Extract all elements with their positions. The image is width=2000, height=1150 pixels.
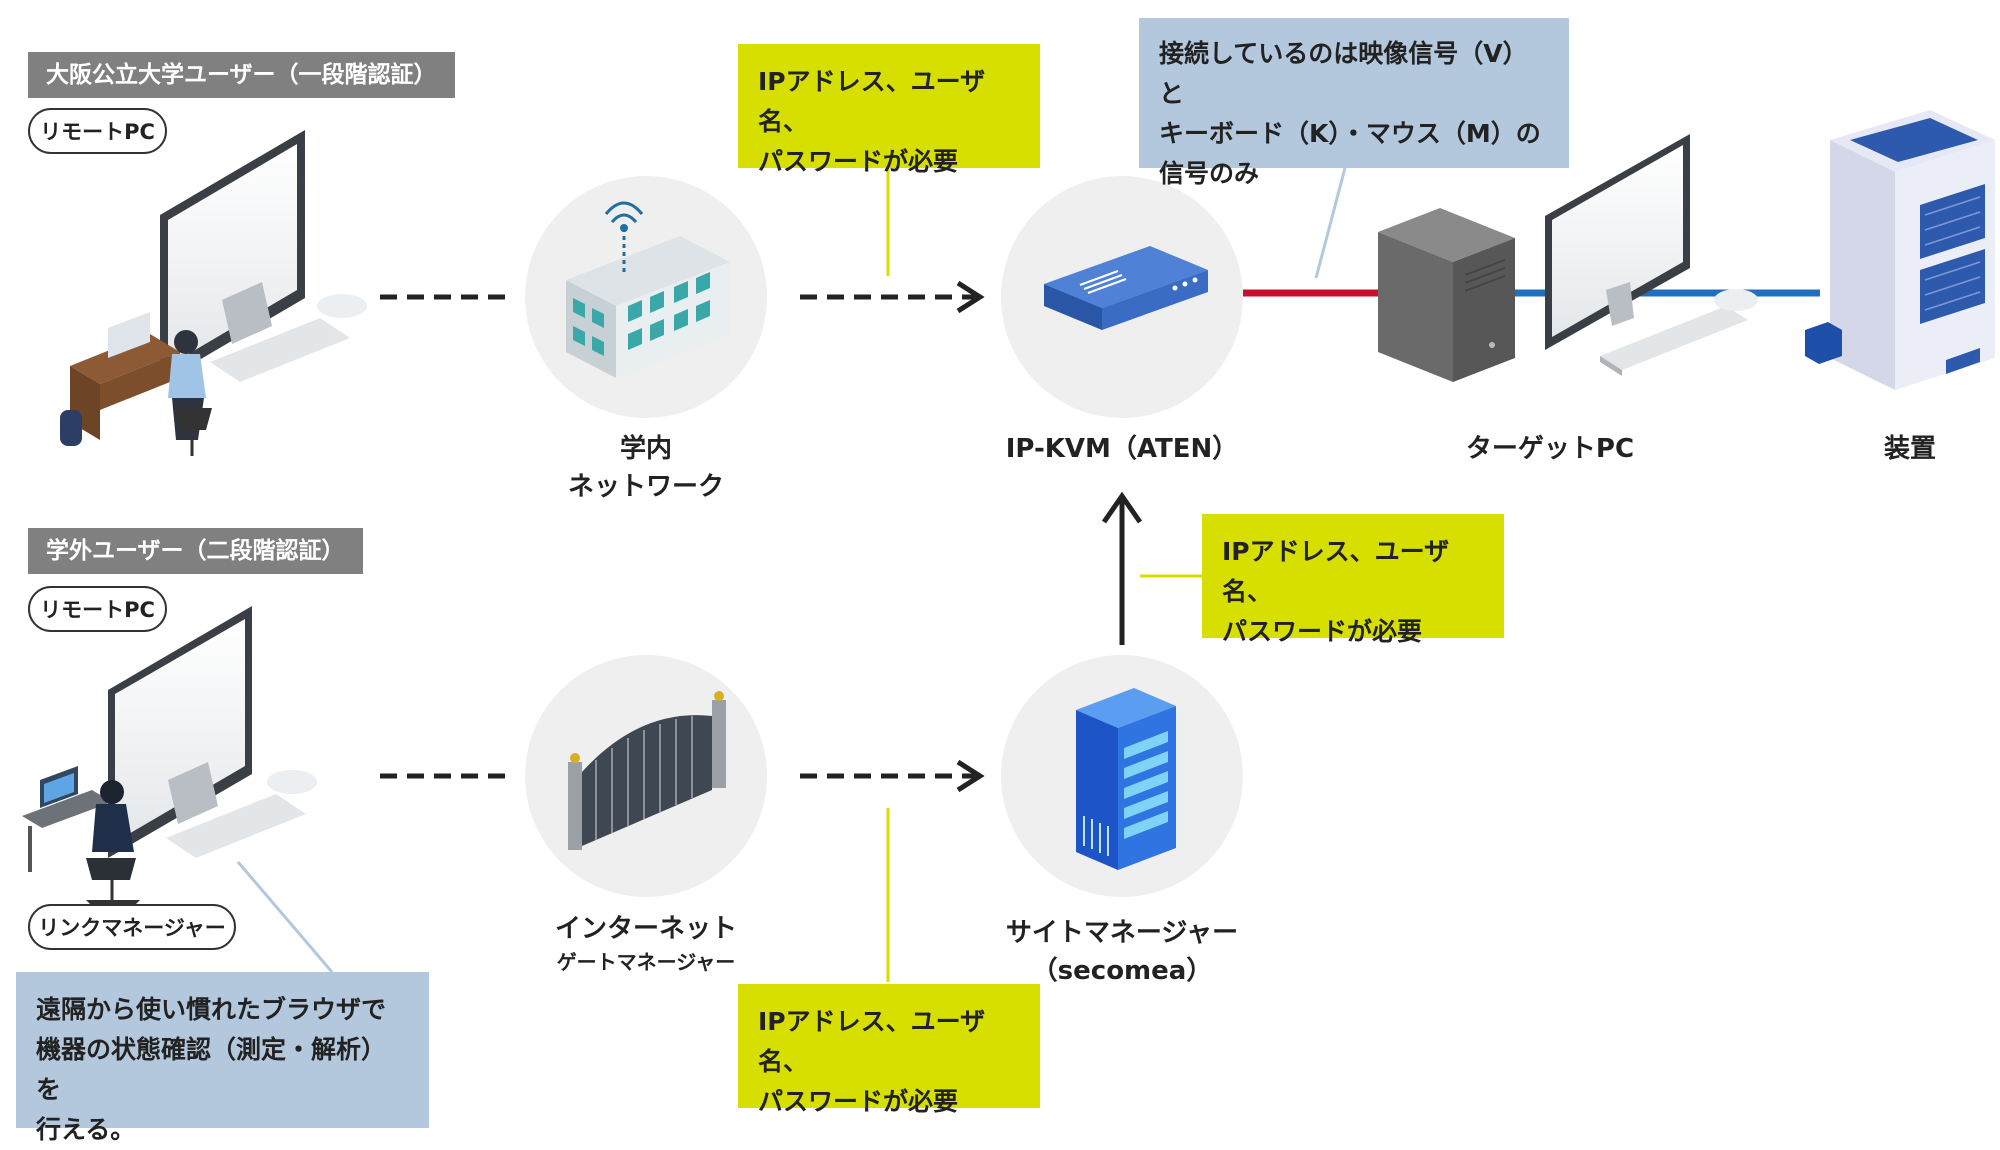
- label-ipkvm: IP-KVM（ATEN）: [982, 430, 1262, 468]
- pill-remote-pc-osaka: リモートPC: [28, 108, 167, 154]
- label-campus-network-line1: 学内: [619, 434, 672, 464]
- tag-external-user: 学外ユーザー（二段階認証）: [28, 528, 363, 574]
- note-signals-line1: 接続しているのは映像信号（V）と: [1159, 39, 1528, 108]
- note-auth-top-line2: パスワードが必要: [758, 147, 959, 176]
- pill-link-manager: リンクマネージャー: [28, 904, 236, 950]
- note-signals: 接続しているのは映像信号（V）と キーボード（K）・マウス（M）の 信号のみ: [1139, 18, 1569, 188]
- connectors: [236, 167, 1820, 982]
- note-auth-bottom: IPアドレス、ユーザ名、 パスワードが必要: [738, 984, 1040, 1116]
- note-signals-line2: キーボード（K）・マウス（M）の: [1159, 119, 1541, 148]
- label-ipkvm-line1: IP-KVM（ATEN）: [1005, 434, 1239, 464]
- note-auth-bottom-line1: IPアドレス、ユーザ名、: [758, 1007, 986, 1076]
- building-icon: [566, 201, 730, 378]
- note-auth-mid-line1: IPアドレス、ユーザ名、: [1222, 537, 1450, 606]
- label-internet-gate: インターネット ゲートマネージャー: [526, 910, 766, 976]
- note-auth-mid: IPアドレス、ユーザ名、 パスワードが必要: [1202, 514, 1504, 646]
- gate-icon: [568, 691, 726, 850]
- label-device: 装置: [1860, 430, 1960, 468]
- leader-signals: [1314, 167, 1347, 279]
- target-monitor-icon: [1545, 134, 1758, 376]
- kvm-device-icon: [1044, 246, 1208, 330]
- note-remote-line2: 機器の状態確認（測定・解析）を: [36, 1035, 387, 1104]
- pill-remote-pc-external: リモートPC: [28, 586, 167, 632]
- label-campus-network-line2: ネットワーク: [567, 472, 724, 502]
- leader-remote: [236, 861, 334, 973]
- arrowhead-to-kvm: [956, 280, 985, 314]
- remote-pc-external-icon: [22, 606, 317, 908]
- tower-pc-icon: [1378, 208, 1515, 382]
- label-site-manager-line2: （secomea）: [1031, 956, 1213, 986]
- label-target-pc-line1: ターゲットPC: [1465, 434, 1635, 464]
- note-auth-mid-line2: パスワードが必要: [1222, 617, 1423, 646]
- label-campus-network: 学内 ネットワーク: [546, 430, 746, 506]
- note-auth-bottom-line2: パスワードが必要: [758, 1087, 959, 1116]
- label-site-manager-line1: サイトマネージャー: [1005, 918, 1239, 948]
- note-auth-top-line1: IPアドレス、ユーザ名、: [758, 67, 986, 136]
- arrowhead-up-kvm: [1101, 491, 1143, 524]
- note-remote-access: 遠隔から使い慣れたブラウザで 機器の状態確認（測定・解析）を 行える。: [16, 972, 429, 1144]
- remote-pc-osaka-icon: [60, 130, 367, 456]
- label-target-pc: ターゲットPC: [1440, 430, 1660, 468]
- label-device-line1: 装置: [1883, 434, 1936, 464]
- server-icon: [1076, 688, 1176, 870]
- note-remote-line3: 行える。: [36, 1115, 136, 1144]
- label-internet-gate-line1: インターネット: [554, 914, 737, 944]
- equipment-icon: [1805, 110, 1995, 390]
- note-remote-line1: 遠隔から使い慣れたブラウザで: [36, 995, 387, 1024]
- note-auth-top: IPアドレス、ユーザ名、 パスワードが必要: [738, 44, 1040, 176]
- label-internet-gate-line2: ゲートマネージャー: [556, 950, 736, 974]
- tag-osaka-user: 大阪公立大学ユーザー（一段階認証）: [28, 52, 455, 98]
- label-site-manager: サイトマネージャー （secomea）: [992, 914, 1252, 990]
- arrowhead-to-site: [956, 759, 985, 793]
- note-signals-line3: 信号のみ: [1159, 159, 1260, 188]
